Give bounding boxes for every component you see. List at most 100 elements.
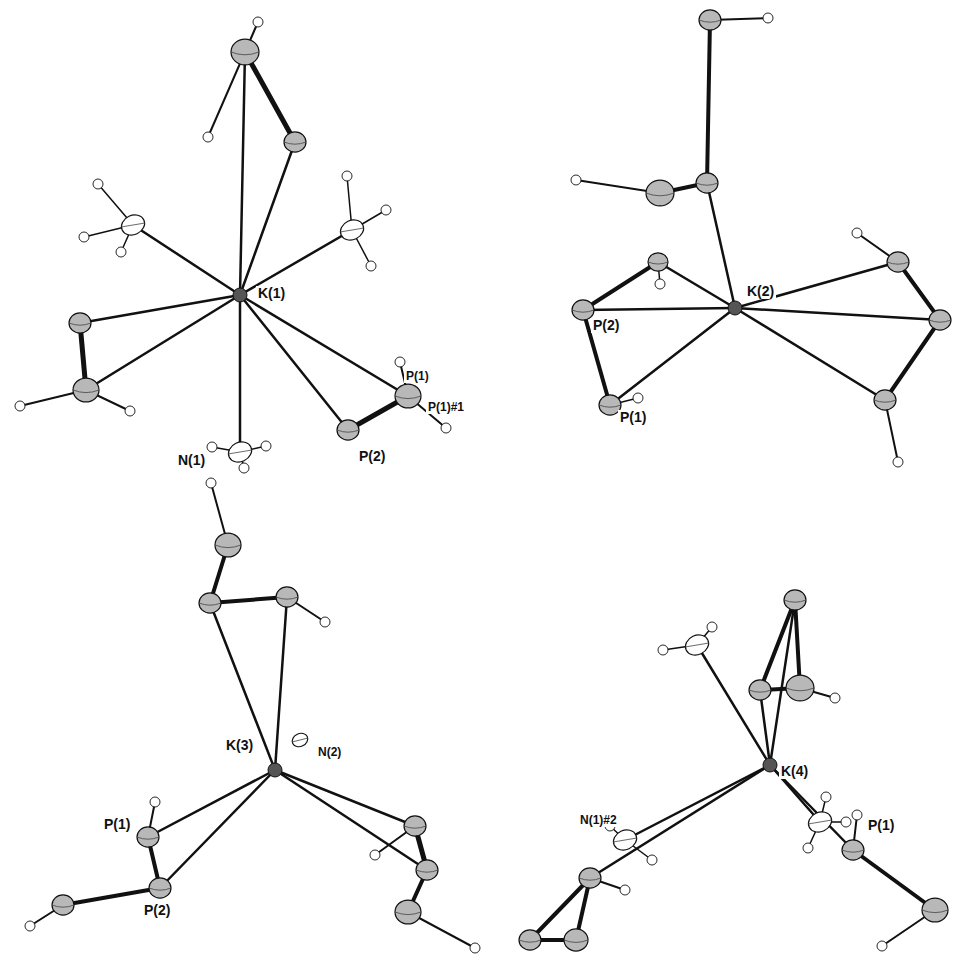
hydrogen-atom	[620, 885, 630, 895]
ellipsoid-octant	[137, 837, 159, 839]
atom-label: N(2)	[316, 746, 343, 759]
hydrogen-atom	[206, 478, 216, 488]
bond-line	[275, 770, 415, 826]
ellipsoid-octant	[648, 262, 668, 264]
potassium-atom	[763, 758, 777, 772]
atom-ellipsoid	[337, 420, 359, 440]
phosphorus-atom	[52, 895, 74, 915]
hydrogen-atom	[366, 261, 376, 271]
hydrogen-atom	[803, 843, 813, 853]
atom-ball	[633, 393, 643, 403]
atom-label: P(1)	[866, 818, 896, 833]
ellipsoid-octant	[215, 545, 241, 548]
atom-ellipsoid	[922, 898, 948, 922]
atom-ball	[207, 442, 217, 452]
ellipsoid-octant	[404, 826, 426, 828]
phosphorus-atom	[231, 39, 259, 65]
atom-ball	[25, 921, 35, 931]
atom-ball	[366, 261, 376, 271]
phosphorus-atom	[648, 253, 668, 271]
ellipsoid-octant	[228, 450, 252, 454]
phosphorus-atom	[749, 680, 771, 700]
atom-ellipsoid	[874, 390, 896, 410]
atom-ellipsoid	[805, 808, 835, 836]
ellipsoid-octant	[786, 688, 814, 691]
phosphorus-atom	[929, 310, 951, 330]
bond-line	[210, 603, 275, 770]
bond-line	[275, 770, 427, 870]
hydrogen-atom	[852, 228, 862, 238]
hydrogen-atom	[830, 693, 840, 703]
atom-ellipsoid	[215, 533, 241, 557]
atom-ellipsoid	[564, 929, 588, 951]
bond-line	[240, 52, 245, 295]
ellipsoid-octant	[69, 323, 91, 325]
phosphorus-atom	[874, 390, 896, 410]
atom-label: P(1)	[618, 410, 648, 425]
atom-ball	[116, 247, 126, 257]
atom-ball	[206, 478, 216, 488]
atom-ellipsoid	[784, 590, 806, 610]
ellipsoid-octant	[52, 905, 74, 907]
nitrogen-atom	[805, 808, 835, 836]
hydrogen-atom	[370, 850, 380, 860]
hydrogen-atom	[150, 797, 160, 807]
atom-ellipsoid	[519, 930, 541, 950]
bond-line	[735, 308, 885, 400]
phosphorus-atom	[199, 593, 221, 613]
ellipsoid-octant	[646, 193, 674, 196]
phosphorus-atom	[646, 180, 674, 206]
nitrogen-atom	[682, 631, 712, 659]
phosphorus-atom	[337, 420, 359, 440]
ellipsoid-octant	[276, 597, 298, 599]
bond-line	[240, 295, 408, 396]
bond-line	[239, 295, 242, 452]
ellipsoid-octant	[284, 142, 306, 144]
hydrogen-atom	[655, 279, 665, 289]
potassium-atom	[728, 301, 742, 315]
phosphorus-atom	[149, 878, 171, 898]
atom-ellipsoid	[749, 680, 771, 700]
atom-ellipsoid	[786, 675, 814, 701]
atom-ball	[79, 232, 89, 242]
atom-ball	[125, 406, 135, 416]
hydrogen-atom	[261, 441, 271, 451]
atom-label: K(2)	[745, 284, 776, 299]
atom-ellipsoid	[842, 840, 864, 860]
bond-line	[148, 770, 275, 837]
hydrogen-atom	[207, 442, 217, 452]
bond-line	[707, 183, 735, 308]
phosphorus-atom	[922, 898, 948, 922]
coordination-sphere	[15, 17, 451, 473]
ellipsoid-octant	[613, 838, 637, 842]
bond-line	[583, 308, 735, 310]
atom-ball	[655, 279, 665, 289]
ellipsoid-octant	[337, 430, 359, 432]
hydrogen-atom	[320, 617, 330, 627]
atom-ellipsoid	[231, 39, 259, 65]
atom-ellipsoid	[699, 10, 721, 30]
hydrogen-atom	[79, 232, 89, 242]
atom-ellipsoid	[416, 860, 438, 880]
atom-label: P(1)#1	[426, 401, 466, 414]
atom-ball	[893, 457, 903, 467]
atom-ball	[239, 463, 249, 473]
hydrogen-atom	[852, 810, 862, 820]
bond-line	[760, 690, 770, 765]
phosphorus-atom	[416, 860, 438, 880]
ellipsoid-octant	[696, 183, 718, 185]
hydrogen-atom	[15, 401, 25, 411]
bond-line	[208, 52, 245, 137]
atom-ellipsoid	[682, 631, 712, 659]
phosphorus-atom	[564, 929, 588, 951]
atom-label: N(1)#2	[578, 814, 619, 827]
atom-ball	[763, 758, 777, 772]
hydrogen-atom	[116, 247, 126, 257]
atom-label: P(2)	[591, 318, 621, 333]
potassium-atom	[233, 288, 247, 302]
ellipsoid-octant	[887, 262, 909, 264]
atom-ball	[763, 13, 773, 23]
atom-ball	[620, 885, 630, 895]
atom-ball	[268, 763, 282, 777]
